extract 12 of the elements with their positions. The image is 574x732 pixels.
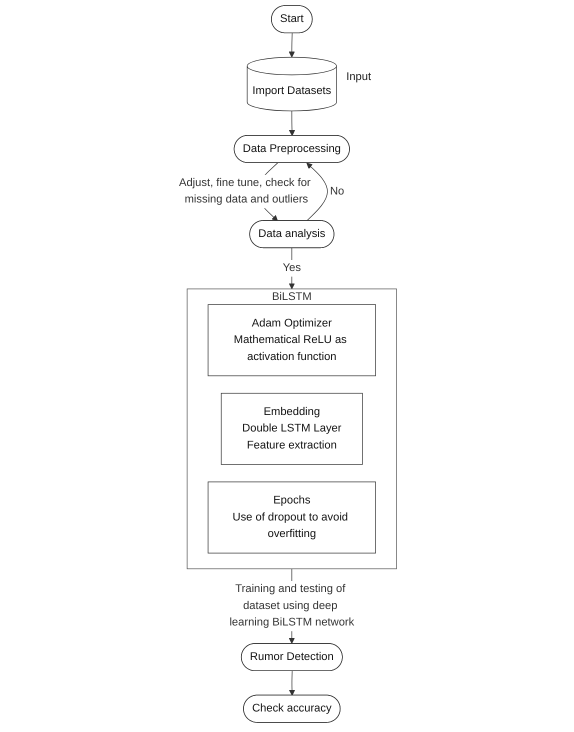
arrow bbox=[289, 670, 296, 696]
arrow bbox=[289, 110, 296, 136]
arrow bbox=[289, 32, 296, 58]
node-box: Epochs Use of dropout to avoid overfitting bbox=[208, 482, 376, 554]
edge-label: Adjust, fine tune, check for missing data and outliers bbox=[179, 176, 312, 206]
arrow bbox=[306, 162, 328, 222]
node-box: Embedding Double LSTM Layer Feature extraction bbox=[221, 392, 364, 465]
edge-label: Yes bbox=[283, 262, 302, 274]
edge-label: Training and testing of dataset using deep learning BiLSTM network bbox=[230, 583, 355, 628]
side-label: Input bbox=[346, 70, 372, 83]
node-box: Adam Optimizer Mathematical ReLU as activation function bbox=[208, 304, 376, 376]
edge-label: No bbox=[330, 185, 345, 198]
